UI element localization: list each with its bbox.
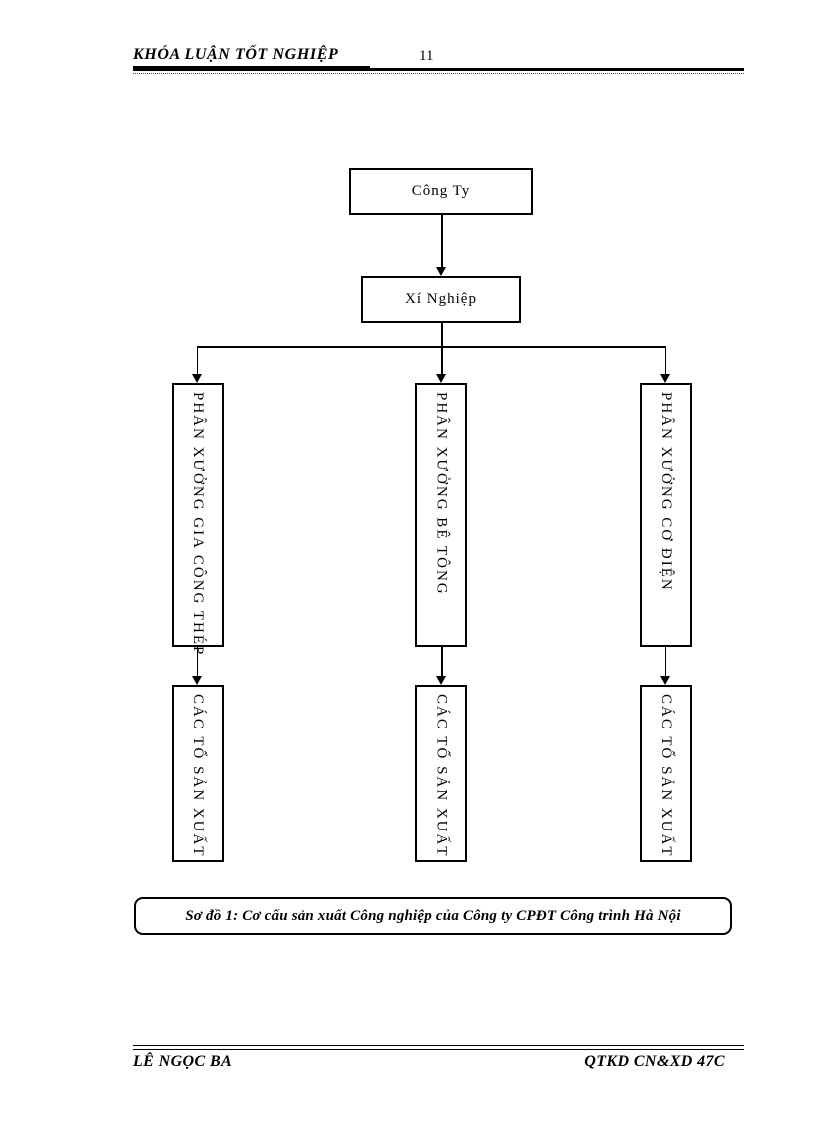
arrow-down-icon <box>435 676 446 685</box>
workshop-box-steel: PHÂN XƯỞNG GIA CÔNG THÉP <box>171 383 224 656</box>
org-box-enterprise-label: Xí Nghiệp <box>405 291 477 307</box>
footer-author: LÊ NGỌC BA <box>133 1053 233 1070</box>
arrow-down-icon <box>660 374 670 383</box>
team-box-left-label: CÁC TỔ SẢN XUẤT <box>190 694 206 858</box>
caption-box: Sơ đồ 1: Cơ cấu sản xuất Công nghiệp của… <box>134 897 732 935</box>
workshop-box-steel-label: PHÂN XƯỞNG GIA CÔNG THÉP <box>190 392 206 657</box>
workshop-box-electromechanical: PHÂN XƯỞNG CƠ ĐIỆN <box>639 383 692 647</box>
team-box-left: CÁC TỔ SẢN XUẤT <box>171 685 224 862</box>
arrow-down-icon <box>660 676 670 685</box>
workshop-box-electromechanical-label: PHÂN XƯỞNG CƠ ĐIỆN <box>658 392 674 592</box>
team-box-middle-label: CÁC TỔ SẢN XUẤT <box>433 694 450 858</box>
arrow-down-icon <box>436 267 446 276</box>
org-box-enterprise: Xí Nghiệp <box>361 276 521 323</box>
page-footer: LÊ NGỌC BA QTKD CN&XD 47C <box>133 1053 725 1071</box>
org-box-company-label: Công Ty <box>411 183 471 199</box>
connector-workshop-to-team-middle <box>441 647 443 676</box>
connector-enterprise-stem <box>441 323 443 347</box>
team-box-right: CÁC TỔ SẢN XUẤT <box>639 685 692 862</box>
diagram-caption: Sơ đồ 1: Cơ cấu sản xuất Công nghiệp của… <box>185 907 681 924</box>
org-box-company: Công Ty <box>349 168 533 215</box>
connector-company-to-enterprise <box>441 215 443 267</box>
footer-class: QTKD CN&XD 47C <box>584 1053 725 1070</box>
arrow-down-icon <box>435 374 446 383</box>
footer-rule <box>133 1045 744 1050</box>
header-rule-dotted <box>133 73 744 74</box>
connector-drop-left <box>196 347 199 374</box>
arrow-down-icon <box>192 374 202 383</box>
header-rule <box>133 68 744 71</box>
team-box-middle: CÁC TỔ SẢN XUẤT <box>415 685 467 862</box>
connector-drop-middle <box>441 347 443 374</box>
connector-branch-line <box>197 346 666 348</box>
workshop-box-concrete: PHÂN XƯỞNG BÊ TÔNG <box>415 383 467 647</box>
header-title: KHÓA LUẬN TỐT NGHIỆP <box>133 46 370 68</box>
connector-workshop-to-team-right <box>664 647 667 676</box>
connector-workshop-to-team-left <box>196 647 199 676</box>
team-box-right-label: CÁC TỔ SẢN XUẤT <box>658 694 674 858</box>
connector-drop-right <box>664 347 667 374</box>
arrow-down-icon <box>192 676 202 685</box>
workshop-box-concrete-label: PHÂN XƯỞNG BÊ TÔNG <box>433 392 450 596</box>
page-number: 11 <box>419 48 434 64</box>
